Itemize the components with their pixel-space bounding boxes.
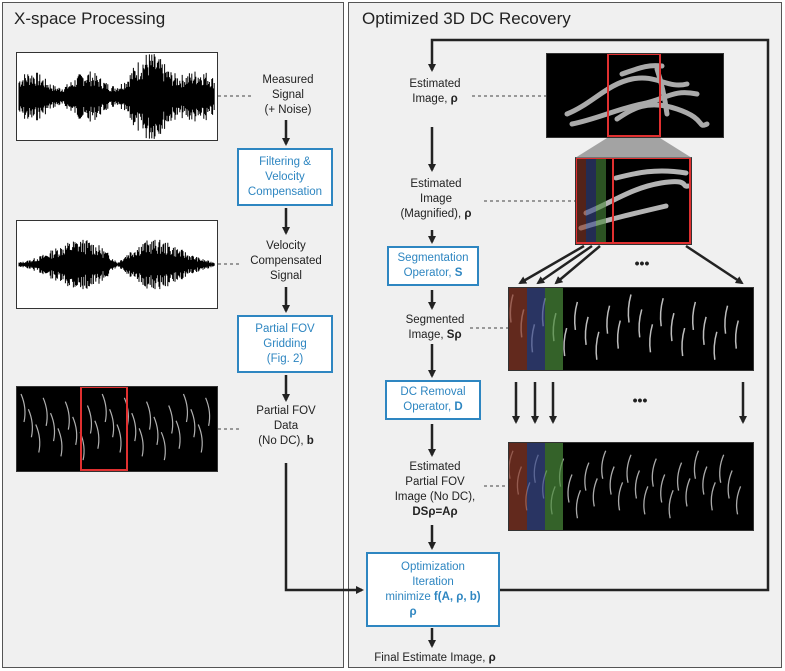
left-panel-title: X-space Processing xyxy=(14,9,166,28)
ellipsis-middle: ••• xyxy=(632,392,648,408)
estimated-image xyxy=(546,53,724,138)
measured-signal-waveform xyxy=(16,52,218,141)
segmented-image xyxy=(508,287,754,371)
final-estimate-label: Final Estimate Image, ρ xyxy=(374,652,496,664)
segmentation-operator-box: Segmentation Operator, S xyxy=(387,246,479,286)
magnified-image xyxy=(575,157,692,245)
right-panel-title: Optimized 3D DC Recovery xyxy=(362,9,571,28)
dc-removal-operator-box: DC Removal Operator, D xyxy=(385,380,481,420)
estimated-image-label: Estimated Image, ρ xyxy=(409,78,461,105)
partial-fov-data-image xyxy=(16,386,218,472)
ellipsis-top: ••• xyxy=(634,255,650,271)
estimated-partial-fov-image xyxy=(508,442,754,531)
velocity-compensated-waveform xyxy=(16,220,218,309)
segmented-image-label: Segmented Image, Sρ xyxy=(405,314,465,341)
